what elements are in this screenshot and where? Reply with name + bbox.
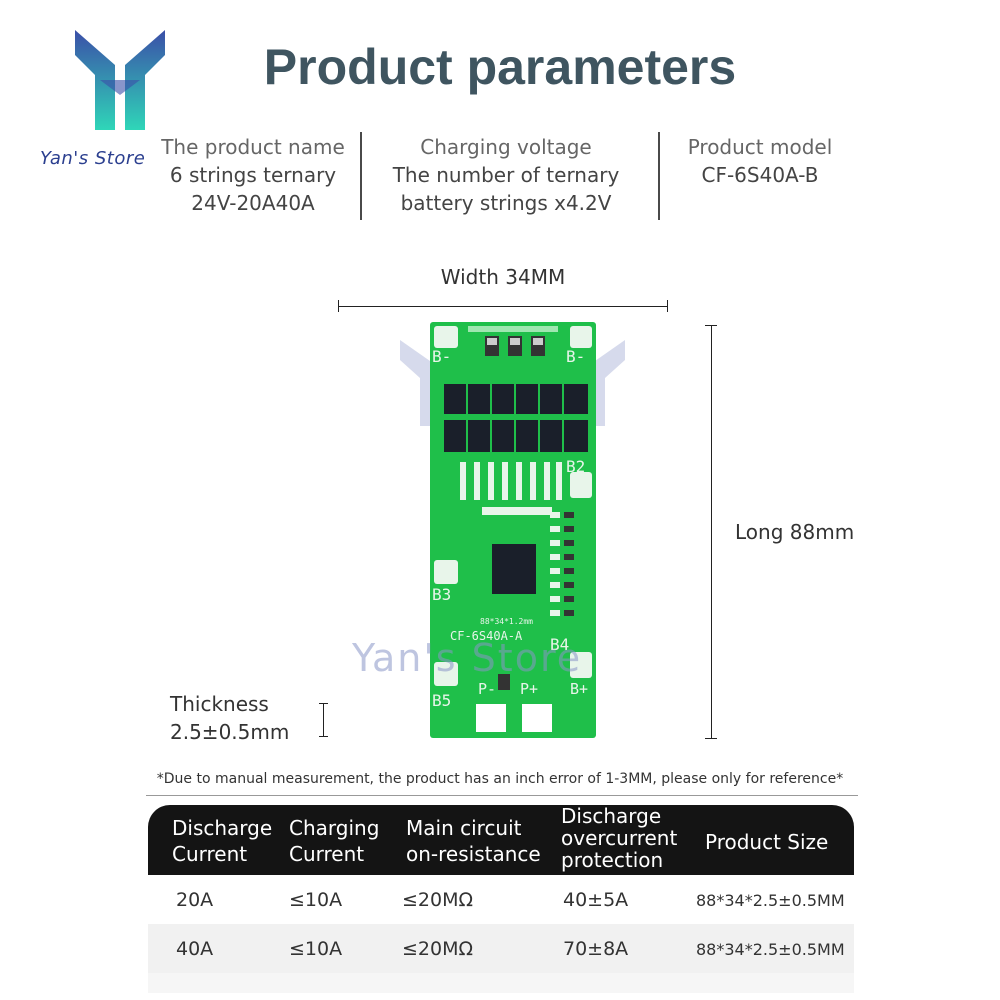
- table-cell: ≤10A: [289, 889, 343, 911]
- thickness-label-line: Thickness: [170, 692, 269, 716]
- param-value-line: 6 strings ternary: [169, 163, 337, 187]
- bms-pcb-board: B- B- B2 B3 B4 B5 P- P+ B+ 88*34*1.2mm C…: [430, 322, 596, 738]
- pad-label: B3: [432, 585, 451, 604]
- long-dimension-line: [711, 325, 712, 739]
- dimension-tick: [705, 738, 717, 739]
- logo-text: Yan's Store: [40, 148, 146, 169]
- thickness-label-line: 2.5±0.5mm: [170, 720, 290, 744]
- table-cell: 88*34*2.5±0.5MM: [696, 940, 845, 959]
- header-line: on-resistance: [406, 842, 541, 866]
- header-line: Product Size: [705, 830, 829, 854]
- table-cell: 70±8A: [563, 938, 629, 960]
- width-label: Width 34MM: [440, 265, 566, 289]
- param-product-name: The product name 6 strings ternary 24V-2…: [158, 133, 348, 217]
- dimension-tick: [667, 300, 668, 312]
- table-header-cell: Discharge overcurrent protection: [561, 805, 677, 871]
- pad-label: B+: [570, 680, 588, 698]
- header-line: Current: [172, 842, 248, 866]
- header-line: protection: [561, 848, 664, 872]
- dimension-tick: [338, 300, 339, 312]
- header-line: Discharge: [561, 804, 662, 828]
- header-line: Current: [289, 842, 365, 866]
- table-cell: 40±5A: [563, 889, 629, 911]
- pad-label: B5: [432, 691, 451, 710]
- table-header-cell: Main circuit on-resistance: [406, 815, 541, 867]
- param-label: The product name: [161, 135, 345, 159]
- table-header-cell: Charging Current: [289, 815, 379, 867]
- thickness-label: Thickness 2.5±0.5mm: [170, 690, 289, 746]
- pad-label: B2: [566, 457, 585, 476]
- pad-label: B4: [550, 635, 569, 654]
- pad-label: P+: [520, 680, 538, 698]
- pad-label: B-: [566, 347, 585, 366]
- header-line: Discharge: [172, 816, 273, 840]
- param-value-line: CF-6S40A-B: [701, 163, 819, 187]
- table-row: 20A ≤10A ≤20MΩ 40±5A 88*34*2.5±0.5MM: [148, 875, 854, 924]
- table-cell: ≤20MΩ: [402, 938, 474, 960]
- pad-label: B-: [432, 347, 451, 366]
- header-line: Charging: [289, 816, 380, 840]
- dimension-tick: [319, 736, 328, 737]
- silk-model: CF-6S40A-A: [450, 629, 523, 643]
- divider: [146, 795, 858, 796]
- param-label: Charging voltage: [420, 135, 592, 159]
- table-cell: 88*34*2.5±0.5MM: [696, 891, 845, 910]
- dimension-tick: [705, 325, 717, 326]
- param-value-line: The number of ternary: [392, 163, 620, 187]
- table-cell: ≤10A: [289, 938, 343, 960]
- header-line: Main circuit: [406, 816, 522, 840]
- long-label: Long 88mm: [735, 520, 855, 544]
- spec-table: Discharge Current Charging Current Main …: [148, 805, 854, 993]
- param-charging-voltage: Charging voltage The number of ternary b…: [380, 133, 632, 217]
- param-label: Product model: [687, 135, 833, 159]
- store-logo: [75, 30, 165, 130]
- column-divider: [658, 132, 660, 220]
- page-title: Product parameters: [263, 39, 737, 95]
- table-cell: 40A: [176, 938, 214, 960]
- param-product-model: Product model CF-6S40A-B: [680, 133, 840, 189]
- table-header-cell: Product Size: [705, 829, 828, 855]
- table-row: 40A ≤10A ≤20MΩ 70±8A 88*34*2.5±0.5MM: [148, 924, 854, 973]
- table-header-cell: Discharge Current: [172, 815, 272, 867]
- thickness-dimension-line: [323, 703, 324, 736]
- table-footer-strip: [148, 973, 854, 993]
- column-divider: [360, 132, 362, 220]
- watermark-text: Yan's Store: [352, 636, 583, 680]
- param-value-line: 24V-20A40A: [191, 191, 315, 215]
- dimension-tick: [319, 703, 328, 704]
- param-value-line: battery strings x4.2V: [400, 191, 612, 215]
- header-line: overcurrent: [561, 826, 678, 850]
- silk-size: 88*34*1.2mm: [480, 617, 533, 626]
- table-header: Discharge Current Charging Current Main …: [148, 805, 854, 875]
- width-dimension-line: [338, 306, 668, 307]
- measurement-note: *Due to manual measurement, the product …: [156, 771, 844, 787]
- pad-label: P-: [478, 680, 496, 698]
- table-cell: ≤20MΩ: [402, 889, 474, 911]
- table-cell: 20A: [176, 889, 214, 911]
